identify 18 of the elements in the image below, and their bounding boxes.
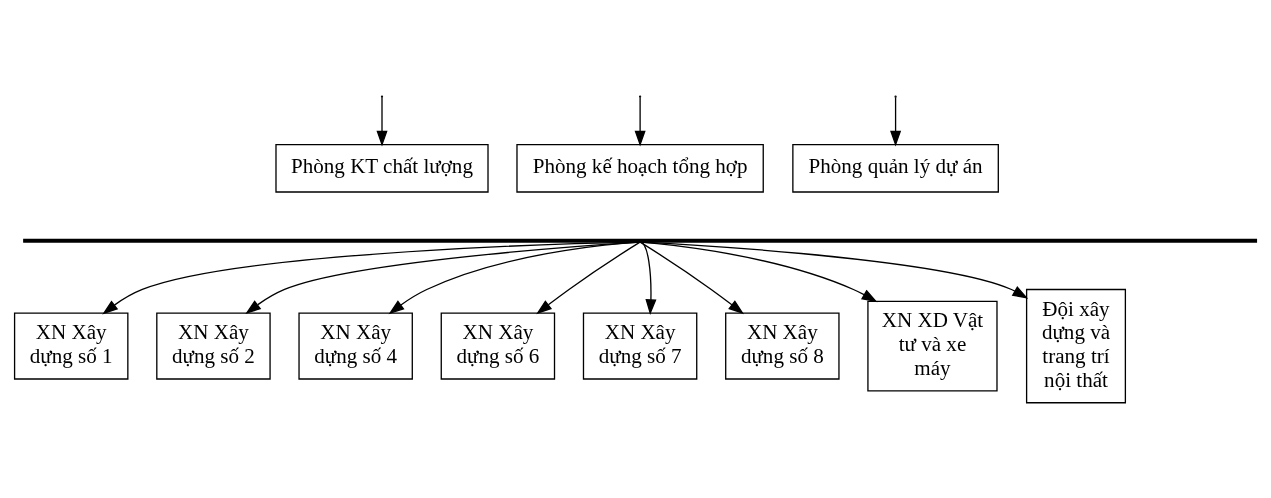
node-box: XN Xây dựng số 2 [156, 312, 271, 380]
node-box: XN Xây dựng số 8 [725, 312, 840, 380]
arrow [639, 240, 1029, 299]
node-box: XN Xây dựng số 7 [582, 312, 698, 380]
node-box: XN XD Vật tư và xe máy [867, 300, 998, 392]
arrow [639, 241, 745, 314]
node-box: XN Xây dựng số 6 [440, 312, 556, 380]
arrow [245, 240, 641, 314]
node-box: XN Xây dựng số 1 [13, 312, 129, 380]
node-bar [23, 238, 1258, 243]
arrow [388, 240, 641, 314]
node-box: Phòng kế hoạch tổng hợp [516, 143, 764, 193]
node-box: Phòng quản lý dự án [792, 143, 999, 193]
arrow [102, 240, 641, 314]
arrow [536, 241, 641, 314]
node-box: Phòng KT chất lượng [275, 143, 489, 193]
node-box: XN Xây dựng số 4 [298, 312, 413, 380]
node-box: Đội xây dựng và trang trí nội thất [1025, 288, 1127, 403]
